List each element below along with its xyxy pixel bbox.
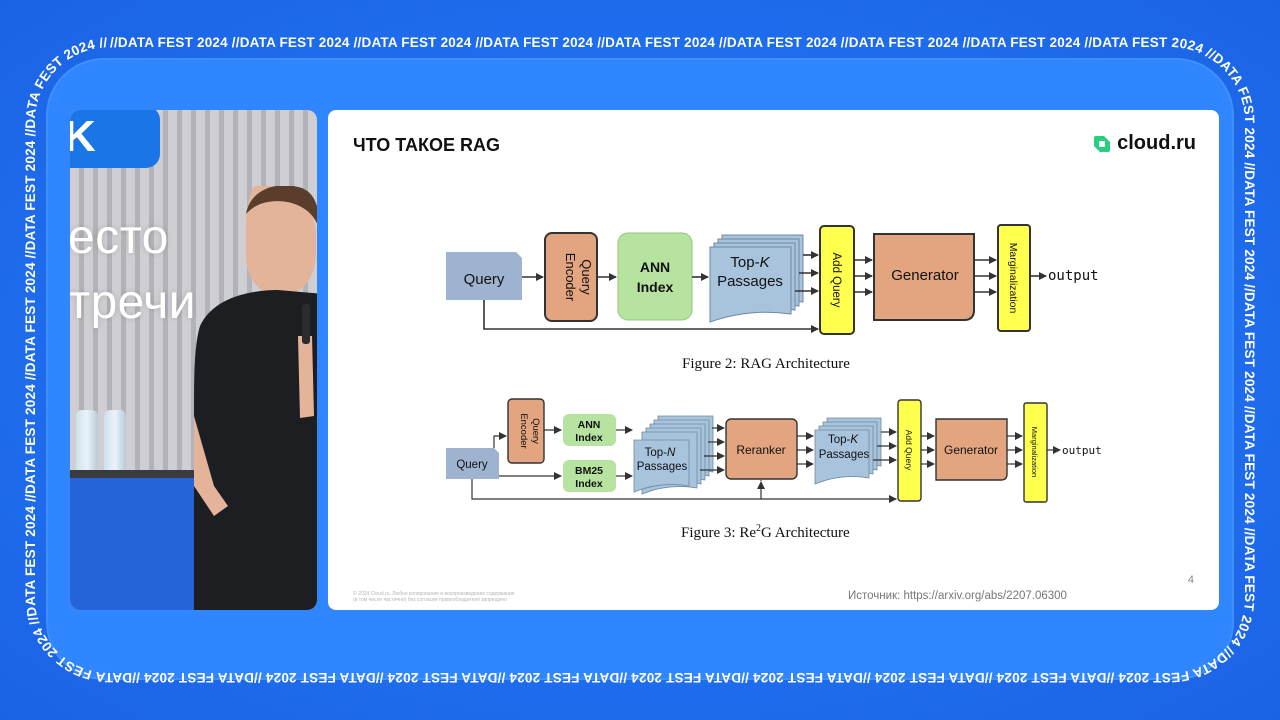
query-node [446,448,499,479]
generator-node [935,418,1008,481]
presentation-slide: ЧТО ТАКОЕ RAG cloud.ru Query Query Encod… [328,110,1219,610]
arrow [483,300,819,333]
query-encoder-label-2: Encoder [518,413,529,448]
vk-logo: K [70,110,160,168]
figure-3-re2g-architecture: Query Query Encoder ANN Index BM25 Index… [446,398,1102,503]
legal-line-1: © 2024 Cloud.ru. Любое копирование и вос… [353,591,515,597]
query-encoder-label-1: Query [579,259,594,295]
ann-label-2: Index [575,432,603,444]
ann-label-2: Index [637,279,674,295]
add-query-label: Add Query [830,253,842,308]
speaker [194,186,317,610]
cloud-ru-icon [1094,135,1111,152]
query-encoder-label-1: Query [530,418,541,444]
figure-3-caption: Figure 3: Re2G Architecture [681,523,850,541]
output-label: output [1048,268,1099,284]
marginalization-node [1023,402,1048,503]
water-bottle [76,410,98,478]
stage-text-line2: тречи [70,276,197,329]
ann-label-1: ANN [640,259,670,275]
ann-label-1: ANN [578,419,601,431]
brand-logo: cloud.ru [1093,132,1196,155]
slide-title: ЧТО ТАКОЕ RAG [353,135,501,155]
marginalization-label: Marginalization [1007,243,1019,314]
topk-label-1: Top-K [730,254,770,271]
topk-label-1: Top-K [828,434,859,446]
marginalization-label: Marginalization [1030,427,1039,477]
passage-sheet [814,429,870,485]
water-bottle [104,410,126,478]
reranker-node [725,418,798,480]
bm25-index-node [563,460,616,492]
query-label: Query [464,271,505,288]
passage-sheet [709,246,792,323]
arrow [493,432,507,448]
bm25-label-1: BM25 [575,465,603,477]
ann-index-node [617,232,693,321]
query-label: Query [456,459,488,471]
topk-label-2: Passages [717,273,783,290]
reranker-label: Reranker [736,443,785,457]
marginalization-node [997,224,1031,332]
source-citation: Источник: https://arxiv.org/abs/2207.063… [848,590,1067,602]
figure-2-caption: Figure 2: RAG Architecture [682,356,850,372]
stage-text-line1: есто [70,211,169,264]
query-encoder-label-2: Encoder [563,253,578,302]
topn-label-2: Passages [637,461,688,473]
generator-node [873,233,975,321]
query-node [446,252,522,300]
page-number: 4 [1187,574,1194,586]
output-label: output [1062,444,1102,457]
topn-label-1: Top-N [645,447,676,459]
add-query-label: Add Query [904,430,914,471]
architecture-diagrams: Query Query Encoder ANN Index Top-K Pass… [446,224,1102,503]
generator-label: Generator [944,443,998,457]
passage-sheet [633,439,690,493]
query-encoder-node [507,398,545,464]
generator-label: Generator [891,267,959,284]
figure-2-rag-architecture: Query Query Encoder ANN Index Top-K Pass… [446,224,1099,335]
speaker-video: K есто тречи [70,110,317,610]
ann-index-node [563,414,616,446]
arrow [471,479,897,503]
add-query-node [819,225,855,335]
bm25-label-2: Index [575,478,603,490]
legal-notice: © 2024 Cloud.ru. Любое копирование и вос… [353,591,553,603]
brand-name: cloud.ru [1117,132,1196,154]
legal-line-2: (в том числе частично) без согласия прав… [353,597,507,603]
topk-label-2: Passages [819,449,870,461]
